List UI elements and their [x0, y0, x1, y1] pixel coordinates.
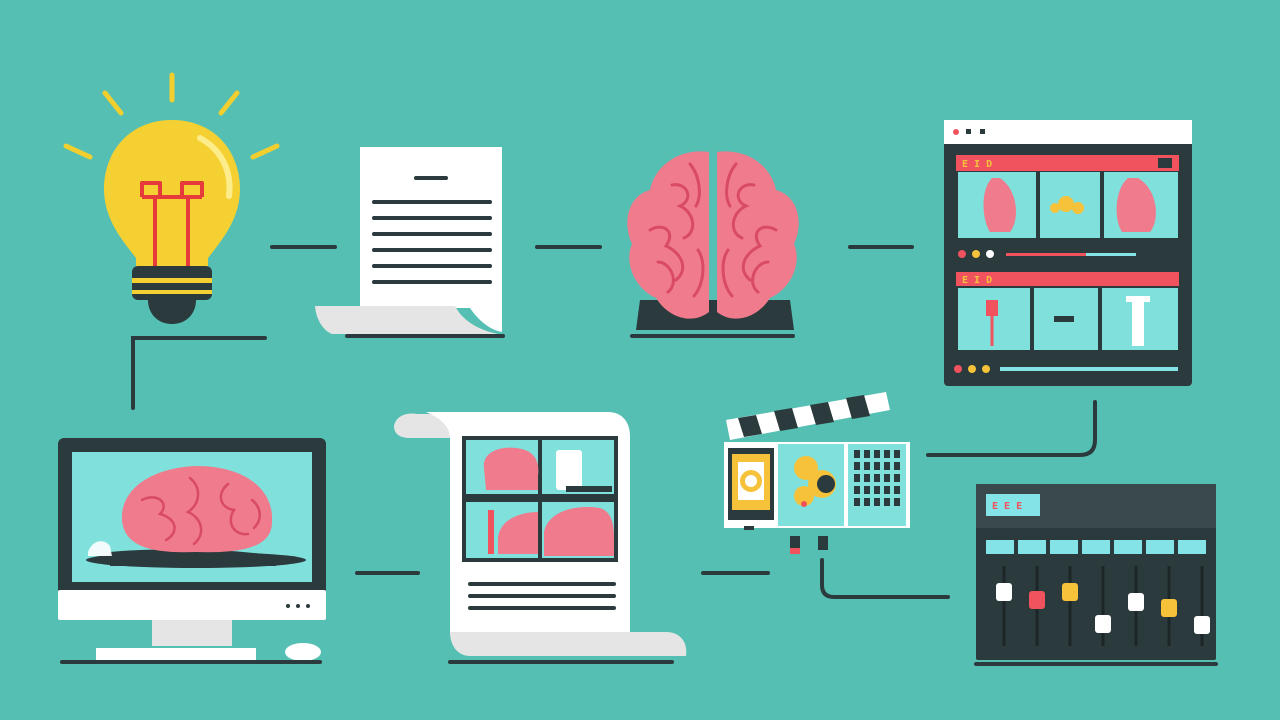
brain-icon [627, 151, 799, 338]
mixer-pad [1146, 540, 1174, 554]
keypad-key [874, 462, 880, 470]
keypad-key [894, 462, 900, 470]
mixer-pad [1050, 540, 1078, 554]
connector-editor-clapper [926, 400, 1097, 457]
keypad-key [864, 462, 870, 470]
fader-knob [1128, 593, 1144, 611]
fader-knob [1095, 615, 1111, 633]
keypad-key [874, 486, 880, 494]
keypad-key [894, 450, 900, 458]
connector-clapper-mixer [820, 558, 950, 599]
keypad-key [884, 486, 890, 494]
mixer-pad [1178, 540, 1206, 554]
track-2-label: E I D [962, 275, 992, 286]
keypad-key [864, 498, 870, 506]
keypad-key [854, 486, 860, 494]
lightbulb-highlight [197, 135, 233, 199]
desktop-computer-icon [58, 438, 326, 664]
fader-track [1002, 566, 1006, 646]
illustrated-scroll-icon [394, 412, 687, 664]
fader-knob [1062, 583, 1078, 601]
keypad-key [854, 462, 860, 470]
film-clapperboard-icon [724, 392, 910, 554]
audio-mixer-icon: E E E [974, 484, 1218, 666]
keypad-key [894, 486, 900, 494]
mixer-pad [1114, 540, 1142, 554]
keypad-key [854, 450, 860, 458]
fader-knob [1161, 599, 1177, 617]
keypad-key [884, 474, 890, 482]
mixer-pad [1082, 540, 1110, 554]
lightbulb-icon [63, 72, 280, 324]
fader-track [1068, 566, 1072, 646]
keypad-key [874, 474, 880, 482]
mixer-pad [1018, 540, 1046, 554]
keypad-key [864, 450, 870, 458]
keypad-key [854, 498, 860, 506]
lightbulb-filament [140, 181, 204, 268]
keypad-key [884, 462, 890, 470]
fader-track [1101, 566, 1105, 646]
keypad-key [874, 498, 880, 506]
connectors [131, 245, 1097, 599]
mixer-faders [996, 566, 1210, 646]
fader-track [1200, 566, 1204, 646]
mixer-pads [986, 540, 1206, 554]
keypad-key [854, 474, 860, 482]
clapperboard-keypad [854, 450, 900, 506]
mixer-header-label: E E E [992, 501, 1022, 512]
keypad-key [884, 498, 890, 506]
video-editor-window-icon: E I D E I D [944, 120, 1192, 386]
track-1-label: E I D [962, 159, 992, 170]
keypad-key [884, 450, 890, 458]
fader-knob [1194, 616, 1210, 634]
keypad-key [864, 474, 870, 482]
keypad-key [864, 486, 870, 494]
keypad-key [894, 498, 900, 506]
document-icon [315, 147, 505, 338]
fader-knob [996, 583, 1012, 601]
fader-knob [1029, 591, 1045, 609]
keypad-key [894, 474, 900, 482]
keypad-key [874, 450, 880, 458]
mixer-pad [986, 540, 1014, 554]
connector-bulb-computer [131, 336, 267, 410]
